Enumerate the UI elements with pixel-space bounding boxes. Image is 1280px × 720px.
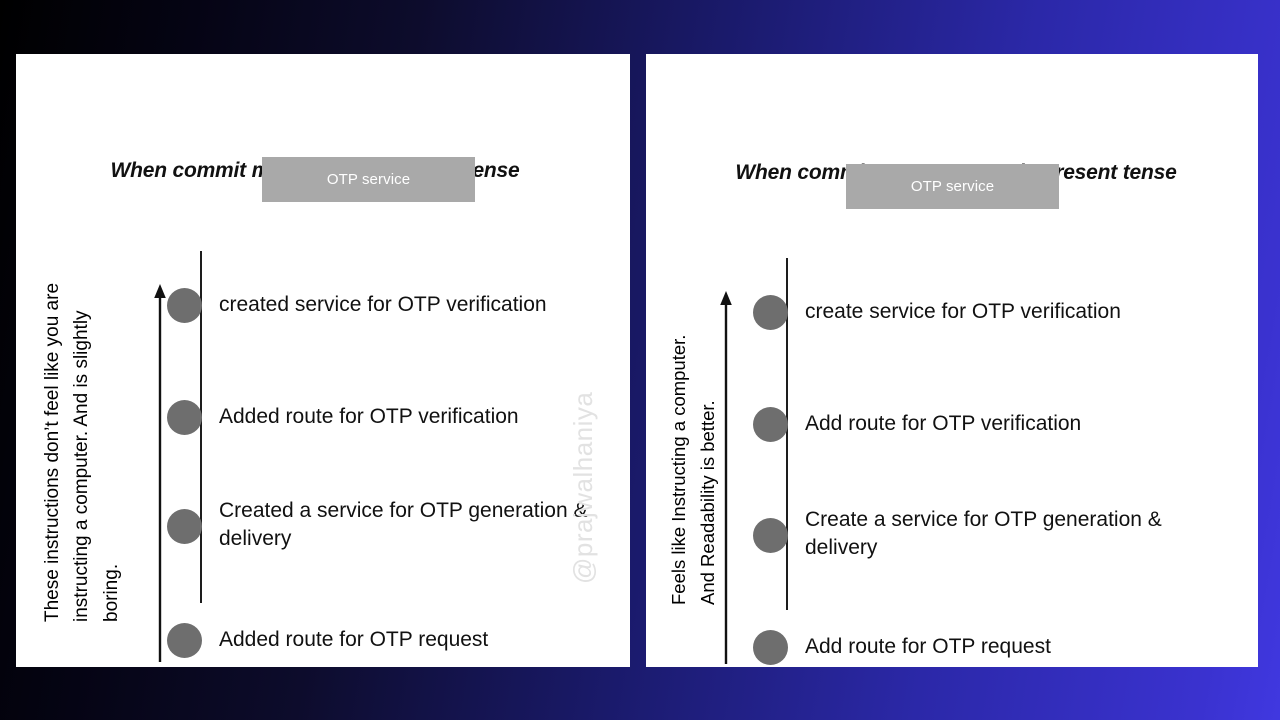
up-arrow-past-tense	[154, 284, 166, 662]
list-item[interactable]: Added route for OTP verification	[167, 400, 630, 435]
commit-message: Added route for OTP request	[219, 628, 489, 651]
commit-message: created service for OTP verification	[219, 293, 547, 316]
service-box-label: OTP service	[326, 171, 411, 188]
list-item[interactable]: created service for OTP verification	[167, 288, 630, 323]
up-arrow-present-tense	[720, 291, 732, 664]
list-item[interactable]: Add route for OTP verification	[753, 407, 1205, 442]
list-item[interactable]: Create a service for OTP generation & de…	[753, 508, 1205, 562]
timeline-connector	[200, 251, 202, 603]
timeline-connector	[786, 258, 788, 610]
commit-message: Add route for OTP verification	[805, 412, 1082, 435]
commit-message: Created a service for OTP generation & d…	[219, 499, 588, 551]
commit-dot-icon	[167, 288, 202, 323]
side-note-present-tense: Feels like Instructing a computer. And R…	[668, 334, 718, 605]
commit-message: create service for OTP verification	[805, 300, 1121, 323]
list-item[interactable]: Add route for OTP request	[753, 630, 1205, 665]
side-note-past-tense: These instructions don’t feel like you a…	[42, 282, 122, 622]
commit-dot-icon	[167, 400, 202, 435]
commit-dot-icon	[753, 407, 788, 442]
service-box-past-tense: OTP service	[262, 157, 475, 202]
list-item[interactable]: Added route for OTP request	[167, 623, 630, 658]
commit-message: Added route for OTP verification	[219, 405, 519, 428]
commit-dot-icon	[753, 295, 788, 330]
commit-dot-icon	[167, 623, 202, 658]
commit-dot-icon	[167, 509, 202, 544]
list-item[interactable]: Created a service for OTP generation & d…	[167, 499, 630, 553]
panel-past-tense: When commit messages are in past tense O…	[16, 54, 630, 667]
service-box-label: OTP service	[910, 178, 995, 195]
commit-dot-icon	[753, 518, 788, 553]
commit-message: Create a service for OTP generation & de…	[805, 508, 1162, 560]
service-box-present-tense: OTP service	[846, 164, 1059, 209]
panel-present-tense: When commit messages are in present tens…	[646, 54, 1258, 667]
commit-message: Add route for OTP request	[805, 635, 1051, 658]
commit-dot-icon	[753, 630, 788, 665]
list-item[interactable]: create service for OTP verification	[753, 295, 1205, 330]
